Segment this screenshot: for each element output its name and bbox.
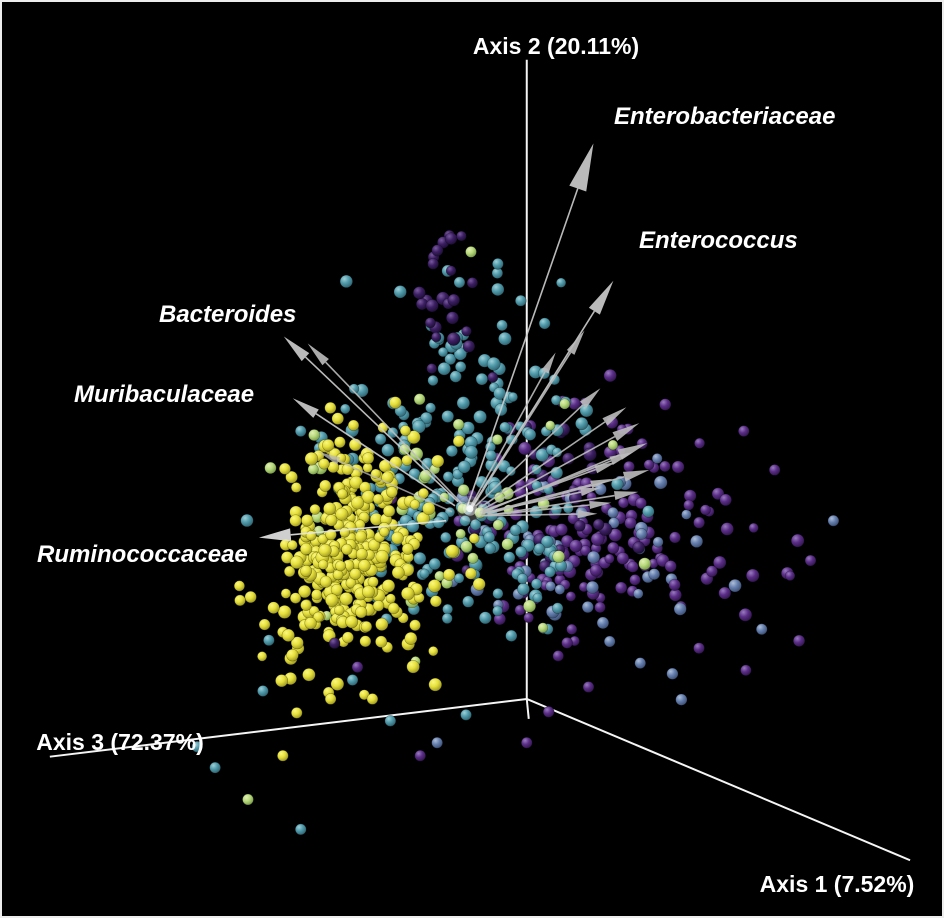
outlier-point bbox=[738, 425, 750, 437]
outlier-point bbox=[582, 681, 595, 693]
outlier-point bbox=[431, 736, 443, 749]
outlier-point bbox=[827, 514, 840, 527]
origin-tick bbox=[525, 698, 530, 719]
outlier-point bbox=[366, 693, 379, 705]
outlier-point bbox=[465, 246, 477, 258]
biplot-arrows bbox=[258, 143, 650, 542]
biplot-arrow bbox=[479, 487, 601, 515]
biplot-arrow-enterobacteriaceae bbox=[465, 143, 594, 511]
point-cloud bbox=[191, 229, 840, 836]
biplot-arrow bbox=[479, 461, 617, 513]
outlier-point bbox=[324, 693, 337, 705]
outlier-point bbox=[804, 554, 817, 567]
outlier-point bbox=[542, 706, 555, 718]
outlier-point bbox=[346, 674, 359, 686]
biplot-arrow bbox=[477, 510, 598, 519]
biplot-arrow-muribaculaceae bbox=[292, 398, 456, 507]
outlier-point bbox=[328, 637, 341, 649]
biplot-arrow-ruminococcaceae bbox=[258, 519, 447, 542]
outlier-point bbox=[755, 623, 768, 636]
outlier-point bbox=[768, 464, 781, 476]
biplot-arrow bbox=[307, 343, 463, 505]
outlier-point bbox=[693, 642, 705, 654]
outlier-point bbox=[492, 258, 504, 270]
outlier-point bbox=[351, 661, 364, 673]
outlier-point bbox=[384, 715, 397, 727]
outlier-point bbox=[257, 685, 269, 697]
point-cluster-teal-top bbox=[339, 264, 537, 441]
outlier-point bbox=[515, 294, 527, 307]
biplot-arrow bbox=[318, 452, 453, 513]
biplot-arrow bbox=[481, 423, 640, 511]
outlier-point bbox=[242, 793, 254, 806]
outlier-point bbox=[191, 740, 203, 753]
biplot-arrow bbox=[485, 491, 639, 517]
biplot-arrow bbox=[479, 407, 627, 509]
point-cluster-purple-far-right bbox=[523, 493, 806, 676]
point-cluster-yellow-fringe bbox=[257, 482, 418, 699]
outlier-point bbox=[460, 709, 472, 721]
outlier-point bbox=[520, 736, 533, 749]
biplot-arrow bbox=[475, 388, 601, 507]
biplot-arrow bbox=[469, 352, 556, 509]
arrow-origin-glow bbox=[466, 505, 474, 513]
outlier-point bbox=[263, 634, 275, 646]
outlier-point bbox=[277, 749, 289, 762]
outlier-point bbox=[294, 425, 307, 437]
outlier-point bbox=[209, 761, 221, 774]
outlier-point bbox=[414, 749, 427, 762]
biplot-arrow bbox=[481, 501, 612, 517]
outlier-point bbox=[294, 823, 307, 836]
biplot-arrow bbox=[471, 330, 585, 509]
axis-line-axis1 bbox=[526, 698, 911, 862]
axes bbox=[49, 59, 911, 862]
outlier-point bbox=[634, 657, 647, 669]
outlier-point bbox=[234, 594, 246, 607]
axis-line-axis3 bbox=[49, 697, 527, 758]
biplot-arrow-bacteroides bbox=[283, 336, 459, 503]
outlier-point bbox=[427, 258, 439, 270]
outlier-point bbox=[290, 707, 303, 719]
